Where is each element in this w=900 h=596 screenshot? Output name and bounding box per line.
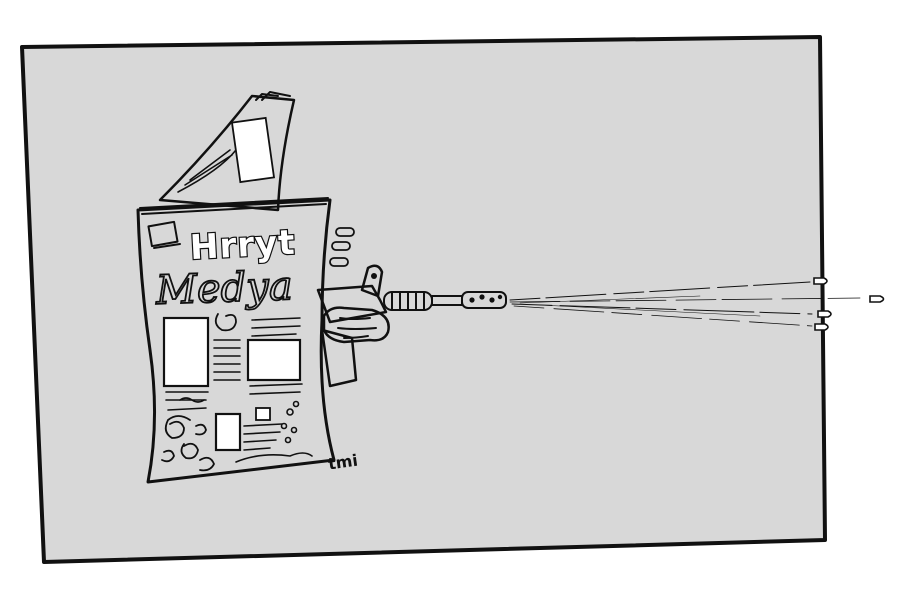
bullet-icon: [813, 277, 885, 331]
hand-icon: [322, 306, 390, 344]
artist-signature: tmi: [327, 451, 359, 474]
masthead-subtitle: Medya: [154, 263, 293, 314]
assault-rifle-icon: [316, 264, 507, 388]
shell-casing-icon: [329, 227, 355, 267]
masthead-title: Hrryt: [189, 223, 296, 268]
newspaper-icon: Hrryt Medya: [136, 91, 336, 484]
bullet-trails: [509, 281, 861, 327]
